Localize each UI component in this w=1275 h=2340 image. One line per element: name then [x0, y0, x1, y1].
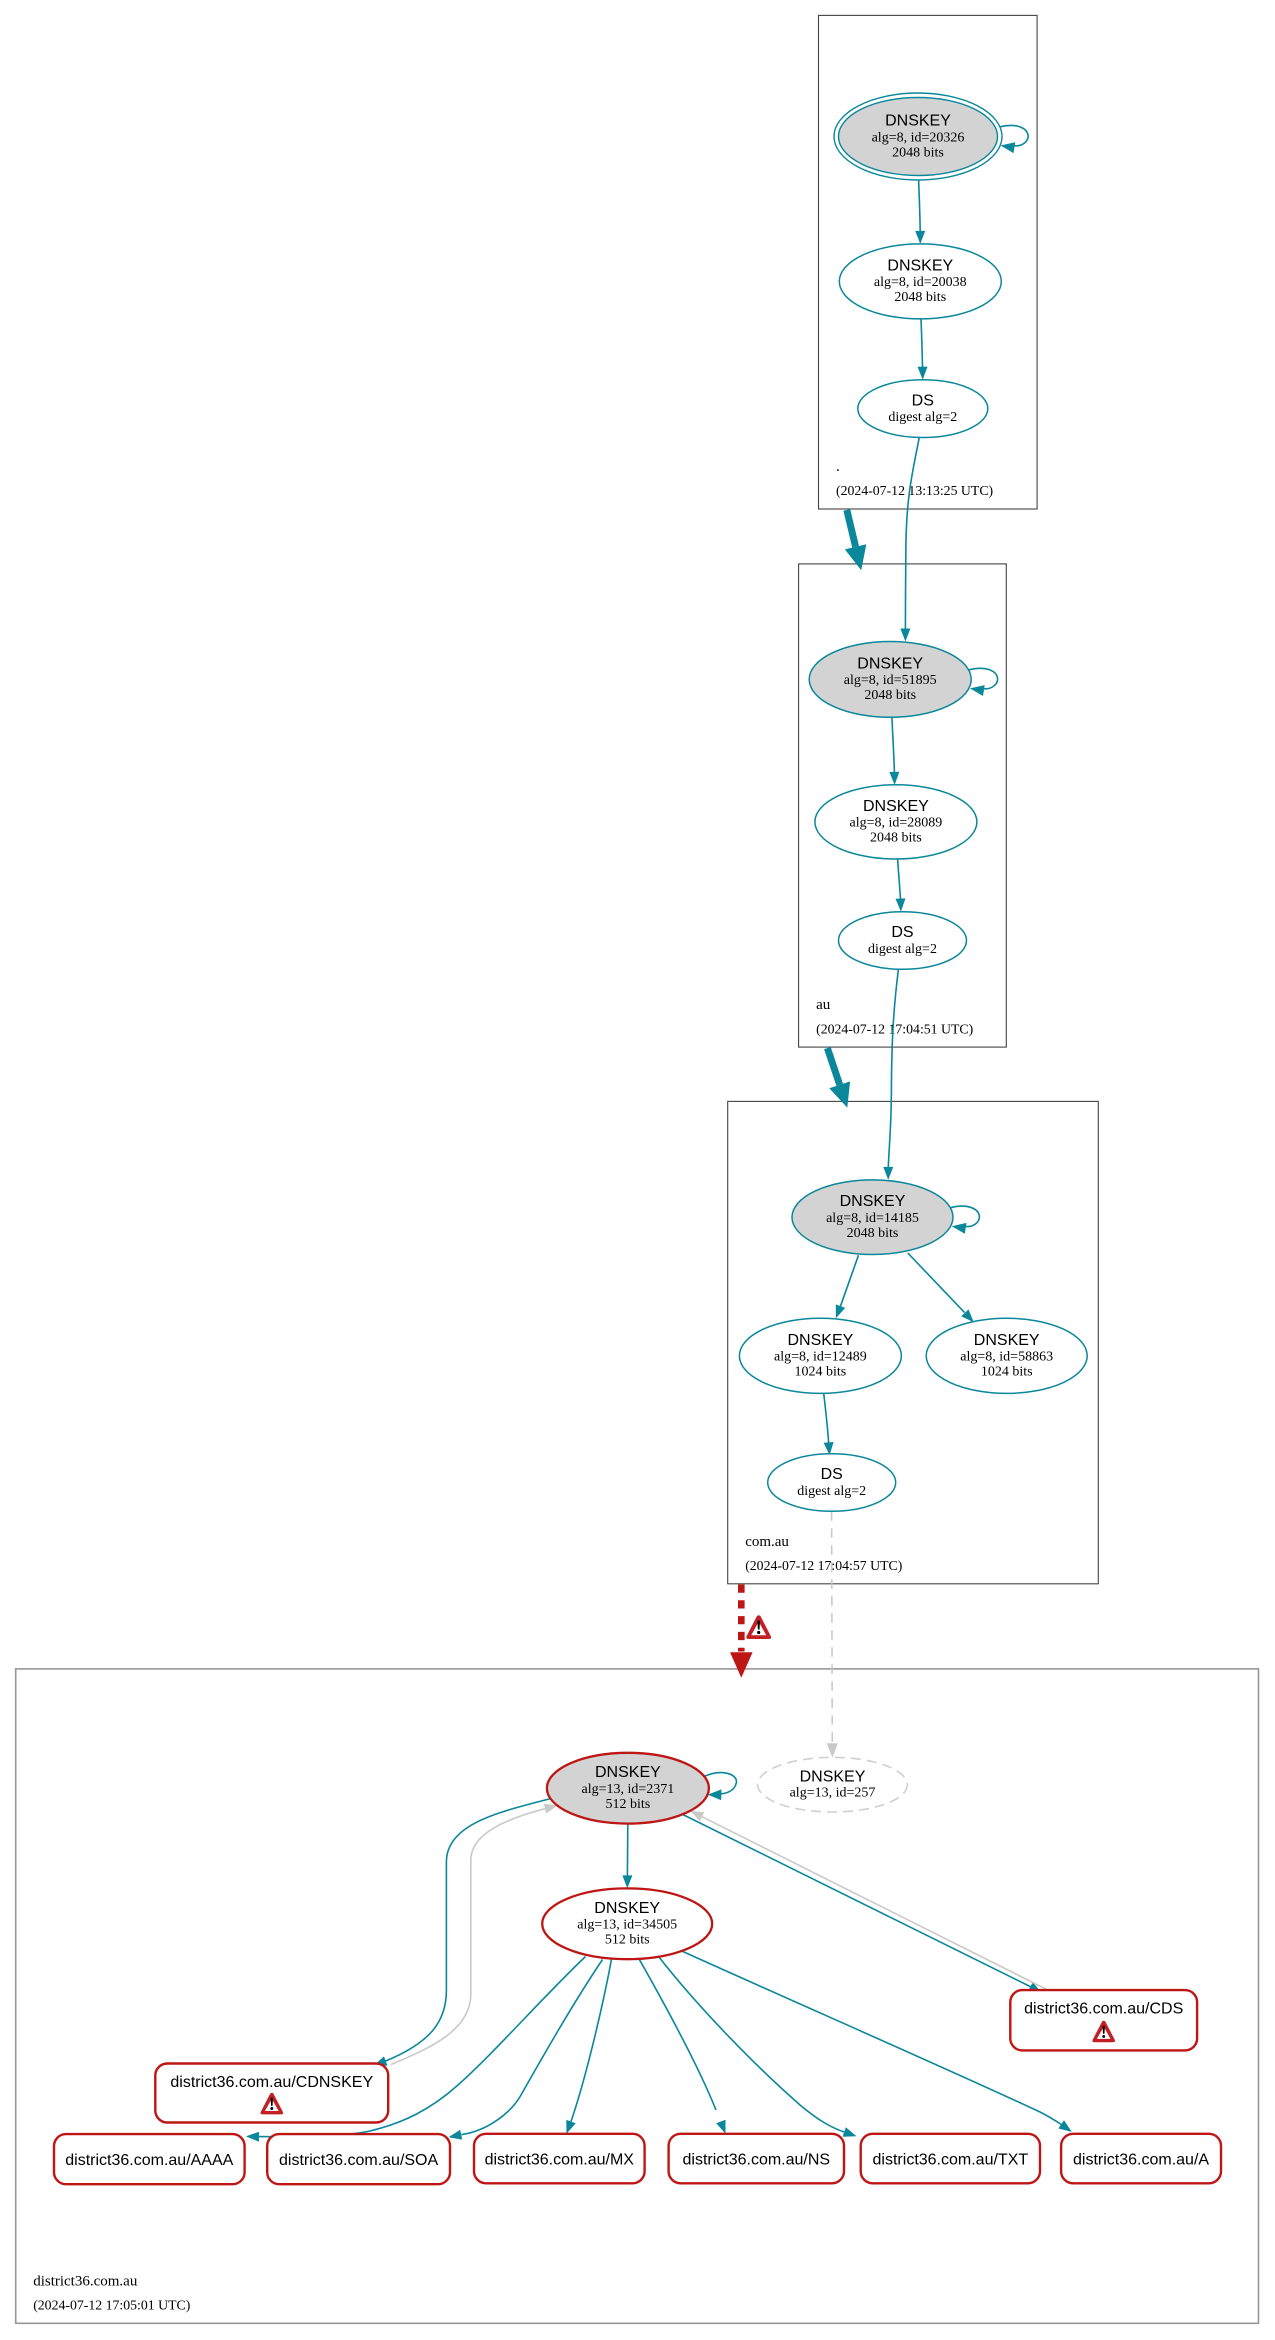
svg-text:DNSKEY: DNSKEY [974, 1332, 1040, 1349]
svg-text:DNSKEY: DNSKEY [840, 1193, 906, 1210]
svg-text:au: au [816, 997, 831, 1013]
svg-text:digest alg=2: digest alg=2 [797, 1484, 866, 1499]
svg-text:district36.com.au/MX: district36.com.au/MX [485, 2151, 635, 2168]
svg-text:digest alg=2: digest alg=2 [868, 942, 937, 957]
svg-text:alg=13, id=2371: alg=13, id=2371 [582, 1782, 675, 1797]
svg-text:(2024-07-12 13:13:25 UTC): (2024-07-12 13:13:25 UTC) [836, 483, 993, 499]
svg-text:district36.com.au/TXT: district36.com.au/TXT [873, 2151, 1029, 2168]
svg-text:district36.com.au/SOA: district36.com.au/SOA [279, 2152, 439, 2169]
svg-text:alg=8, id=14185: alg=8, id=14185 [826, 1211, 919, 1226]
svg-text:1024 bits: 1024 bits [981, 1365, 1033, 1380]
svg-text:district36.com.au/A: district36.com.au/A [1073, 2151, 1209, 2168]
svg-text:DS: DS [891, 924, 913, 941]
svg-text:alg=8, id=20326: alg=8, id=20326 [872, 130, 965, 145]
svg-text:(2024-07-12 17:04:57 UTC): (2024-07-12 17:04:57 UTC) [745, 1558, 902, 1574]
svg-text:DS: DS [821, 1466, 843, 1483]
svg-text:alg=8, id=28089: alg=8, id=28089 [850, 816, 943, 831]
svg-text:DNSKEY: DNSKEY [887, 257, 953, 274]
svg-text:2048 bits: 2048 bits [847, 1226, 899, 1241]
svg-text:com.au: com.au [745, 1534, 789, 1550]
svg-text:(2024-07-12 17:04:51 UTC): (2024-07-12 17:04:51 UTC) [816, 1021, 973, 1037]
svg-text:DNSKEY: DNSKEY [857, 655, 923, 672]
svg-text:district36.com.au/CDS: district36.com.au/CDS [1024, 2001, 1183, 2018]
svg-text:2048 bits: 2048 bits [892, 145, 944, 160]
svg-text:DS: DS [912, 392, 934, 409]
svg-text:alg=13, id=257: alg=13, id=257 [790, 1786, 876, 1801]
svg-text:2048 bits: 2048 bits [864, 688, 916, 703]
svg-text:DNSKEY: DNSKEY [800, 1769, 866, 1786]
svg-text:district36.com.au/AAAA: district36.com.au/AAAA [65, 2152, 233, 2169]
svg-text:alg=13, id=34505: alg=13, id=34505 [577, 1918, 677, 1933]
svg-text:2048 bits: 2048 bits [894, 290, 946, 305]
svg-text:512 bits: 512 bits [605, 1933, 650, 1948]
svg-text:2048 bits: 2048 bits [870, 831, 922, 846]
svg-text:DNSKEY: DNSKEY [788, 1332, 854, 1349]
svg-text:512 bits: 512 bits [606, 1797, 651, 1812]
svg-text:alg=8, id=12489: alg=8, id=12489 [774, 1350, 867, 1365]
svg-text:alg=8, id=51895: alg=8, id=51895 [844, 673, 937, 688]
svg-text:digest alg=2: digest alg=2 [888, 410, 957, 425]
svg-text:district36.com.au: district36.com.au [33, 2273, 138, 2289]
svg-text:DNSKEY: DNSKEY [863, 798, 929, 815]
svg-text:(2024-07-12 17:05:01 UTC): (2024-07-12 17:05:01 UTC) [33, 2298, 190, 2314]
svg-text:DNSKEY: DNSKEY [885, 113, 951, 130]
svg-text:alg=8, id=58863: alg=8, id=58863 [960, 1350, 1053, 1365]
svg-text:alg=8, id=20038: alg=8, id=20038 [874, 275, 967, 290]
svg-text:DNSKEY: DNSKEY [595, 1764, 661, 1781]
svg-text:district36.com.au/CDNSKEY: district36.com.au/CDNSKEY [170, 2074, 373, 2091]
svg-text:DNSKEY: DNSKEY [594, 1900, 660, 1917]
svg-text:district36.com.au/NS: district36.com.au/NS [682, 2151, 830, 2168]
svg-text:.: . [836, 459, 840, 475]
svg-text:1024 bits: 1024 bits [795, 1365, 847, 1380]
